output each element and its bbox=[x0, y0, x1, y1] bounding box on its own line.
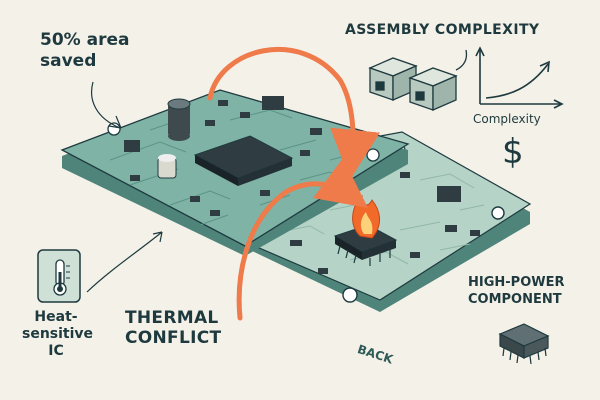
front-board bbox=[60, 89, 410, 256]
heat-sensitive-ic-label: Heat- sensitive IC bbox=[22, 309, 94, 360]
capacitor bbox=[167, 98, 191, 141]
back-components bbox=[290, 172, 480, 274]
connector-icon bbox=[368, 49, 468, 111]
heat-line-3: IC bbox=[48, 343, 64, 359]
area-saved-label: 50% area saved bbox=[40, 30, 129, 72]
thermal-arrows bbox=[207, 46, 380, 321]
capacitor-small bbox=[157, 154, 177, 179]
heat-line-2: sensitive bbox=[22, 326, 94, 342]
hp-line-1: HIGH-POWER bbox=[468, 275, 565, 290]
cost-symbol: $ bbox=[502, 132, 524, 172]
hp-line-2: COMPONENT bbox=[468, 292, 562, 307]
growth-curve-icon bbox=[475, 46, 564, 109]
thermal-conflict-label: THERMAL CONFLICT bbox=[125, 308, 221, 348]
thermal-line-2: CONFLICT bbox=[125, 328, 222, 348]
high-power-chip bbox=[333, 224, 398, 266]
thermometer-icon bbox=[37, 249, 81, 303]
heat-line-1: Heat- bbox=[34, 309, 78, 325]
thermal-line-1: THERMAL bbox=[125, 308, 219, 328]
main-chip bbox=[193, 135, 294, 186]
ic-chip-icon bbox=[498, 323, 550, 365]
high-power-component-label: HIGH-POWER COMPONENT bbox=[468, 274, 564, 308]
front-components bbox=[124, 96, 322, 216]
assembly-complexity-label: ASSEMBLY COMPLEXITY bbox=[345, 22, 540, 38]
area-saved-line-1: 50% area bbox=[40, 30, 130, 50]
pointer-lines bbox=[86, 81, 163, 293]
area-saved-line-2: saved bbox=[40, 51, 97, 71]
complexity-axis-label: Complexity bbox=[473, 112, 541, 126]
